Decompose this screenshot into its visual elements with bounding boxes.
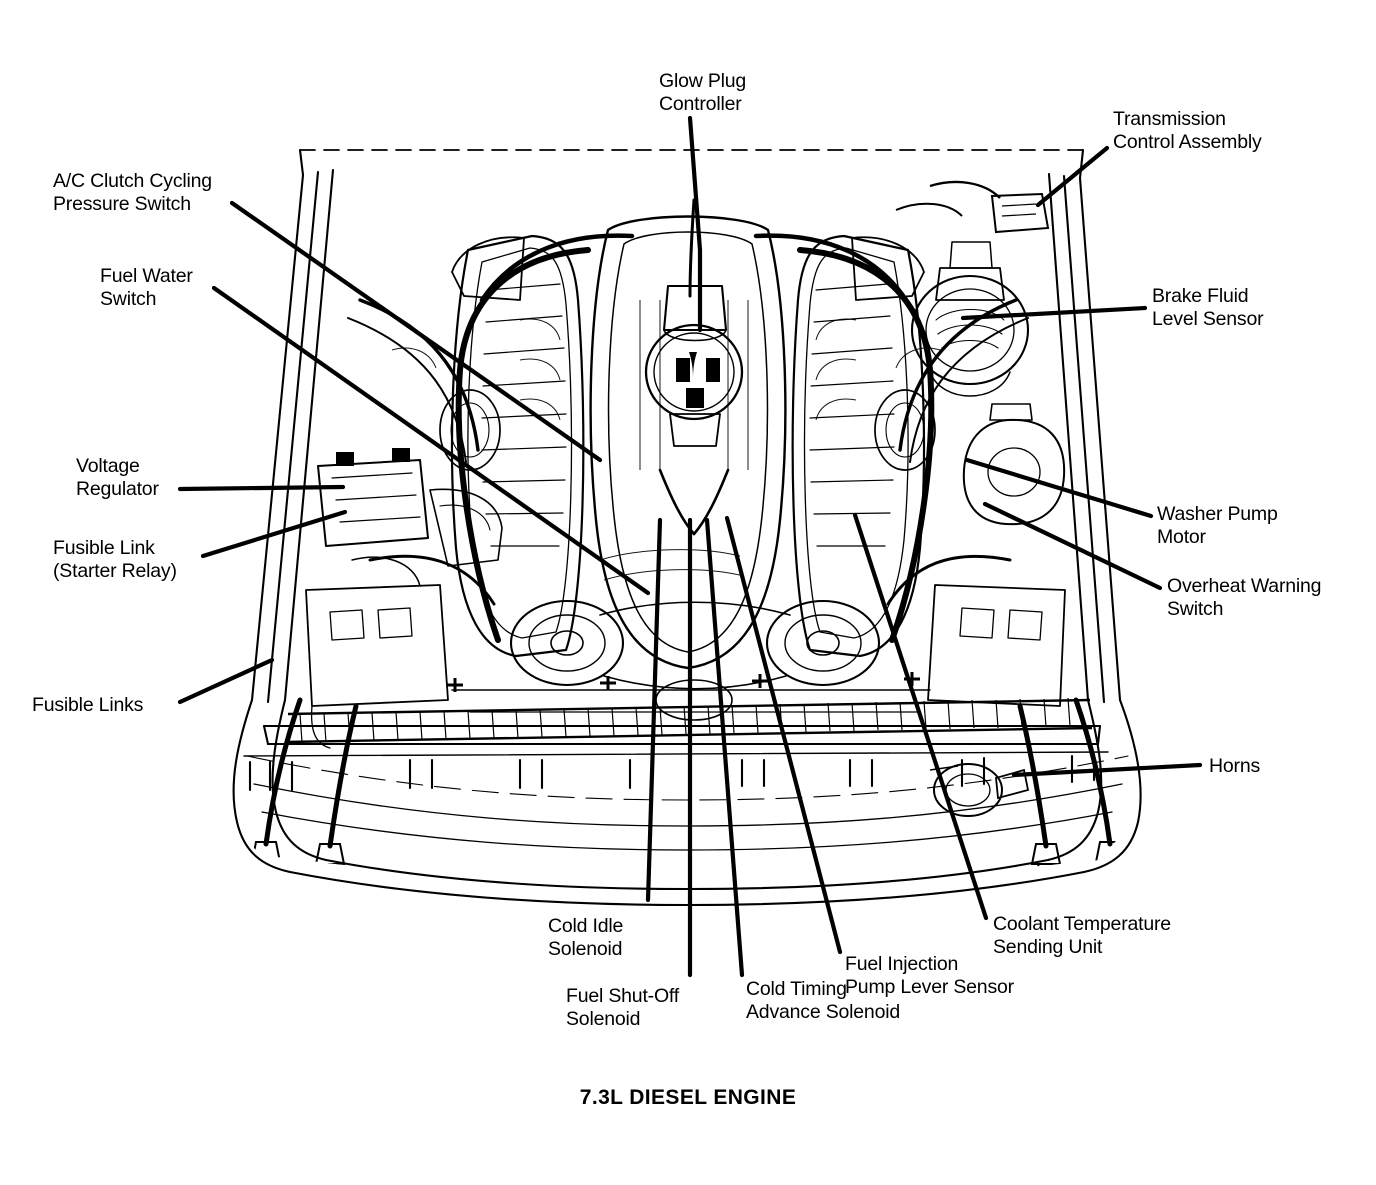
leader-line-cold-idle-solenoid (645, 517, 663, 903)
callout-line-2: Motor (1157, 526, 1206, 549)
wiring-harness-loom (285, 672, 1093, 744)
callout-line-1: Fuel Water (100, 265, 193, 287)
callout-line-1: Overheat Warning (1167, 575, 1322, 597)
leader-line-coolant-temperature-sending-unit (852, 512, 989, 921)
callout-line-2: Sending Unit (993, 936, 1103, 959)
callout-line-1: Voltage (76, 455, 140, 477)
callout-line-2: Solenoid (548, 938, 623, 961)
callout-line-1: Coolant Temperature (993, 913, 1171, 935)
callout-line-1: Fusible Link (53, 537, 155, 559)
leader-line-fusible-links (177, 657, 275, 705)
callout-label-fusible-link-starter-relay: Fusible Link(Starter Relay) (53, 537, 177, 584)
callout-line-2: (Starter Relay) (53, 560, 177, 583)
leader-line-overheat-warning-switch (982, 501, 1163, 591)
engine-block-and-heads (305, 198, 1066, 749)
callout-line-2: Solenoid (566, 1008, 641, 1031)
leader-line-voltage-regulator (177, 484, 346, 492)
callout-line-1: Brake Fluid (1152, 285, 1249, 307)
callout-line-2: Regulator (76, 478, 159, 501)
callout-line-1: Fuel Injection (845, 953, 959, 975)
callout-line-1: Cold Idle (548, 915, 624, 937)
callout-line-1: Washer Pump (1157, 503, 1278, 525)
vehicle-body-outline (232, 148, 1142, 907)
callout-line-2: Control Assembly (1113, 131, 1262, 154)
leader-line-horns (1011, 762, 1203, 778)
callout-line-2: Pump Lever Sensor (845, 976, 1014, 999)
callout-line-1: Horns (1209, 755, 1261, 777)
callout-line-1: Glow Plug (659, 70, 747, 92)
callout-label-horns: Horns (1209, 755, 1260, 778)
callout-line-2: Advance Solenoid (746, 1001, 900, 1024)
callout-line-1: A/C Clutch Cycling (53, 170, 212, 192)
callout-line-1: Fuel Shut-Off (566, 985, 680, 1007)
callout-line-2: Pressure Switch (53, 193, 191, 216)
callout-line-2: Switch (100, 288, 157, 311)
callout-line-2: Switch (1167, 598, 1224, 621)
callout-line-1: Fusible Links (32, 694, 144, 716)
callout-line-1: Transmission (1113, 108, 1226, 130)
transmission-control-assembly-part (895, 180, 1050, 234)
callout-line-2: Controller (659, 93, 742, 116)
leader-line-cold-timing-advance-solenoid (704, 517, 745, 978)
callout-line-1: Cold Timing (746, 978, 847, 1000)
callout-label-fusible-links: Fusible Links (32, 694, 143, 717)
figure-caption: 7.3L DIESEL ENGINE (579, 1086, 797, 1109)
callout-line-2: Level Sensor (1152, 308, 1264, 331)
